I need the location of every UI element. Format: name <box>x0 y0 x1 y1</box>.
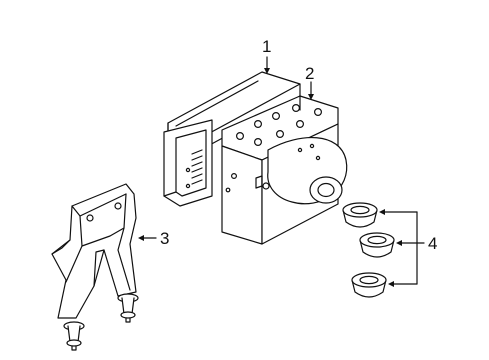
grommets <box>342 202 395 298</box>
arrow-1-icon <box>264 68 270 74</box>
control-unit <box>163 71 301 207</box>
leader-lines <box>138 56 425 287</box>
callout-2: 2 <box>305 64 314 83</box>
abs-module-assembly <box>163 71 348 245</box>
callout-1: 1 <box>262 37 271 56</box>
mounting-bracket <box>51 183 139 351</box>
arrow-4b-icon <box>396 240 402 246</box>
arrow-3-icon <box>138 235 144 241</box>
stud-left <box>63 321 85 351</box>
arrow-2-icon <box>308 94 314 100</box>
grommet-middle <box>359 232 395 258</box>
stud-right <box>117 293 139 323</box>
callout-4: 4 <box>428 234 437 253</box>
grommet-bottom <box>351 272 387 298</box>
hydraulic-unit <box>221 95 348 245</box>
callout-3: 3 <box>160 229 169 248</box>
arrow-4a-icon <box>379 209 385 215</box>
grommet-top <box>342 202 378 228</box>
arrow-4c-icon <box>388 281 394 287</box>
